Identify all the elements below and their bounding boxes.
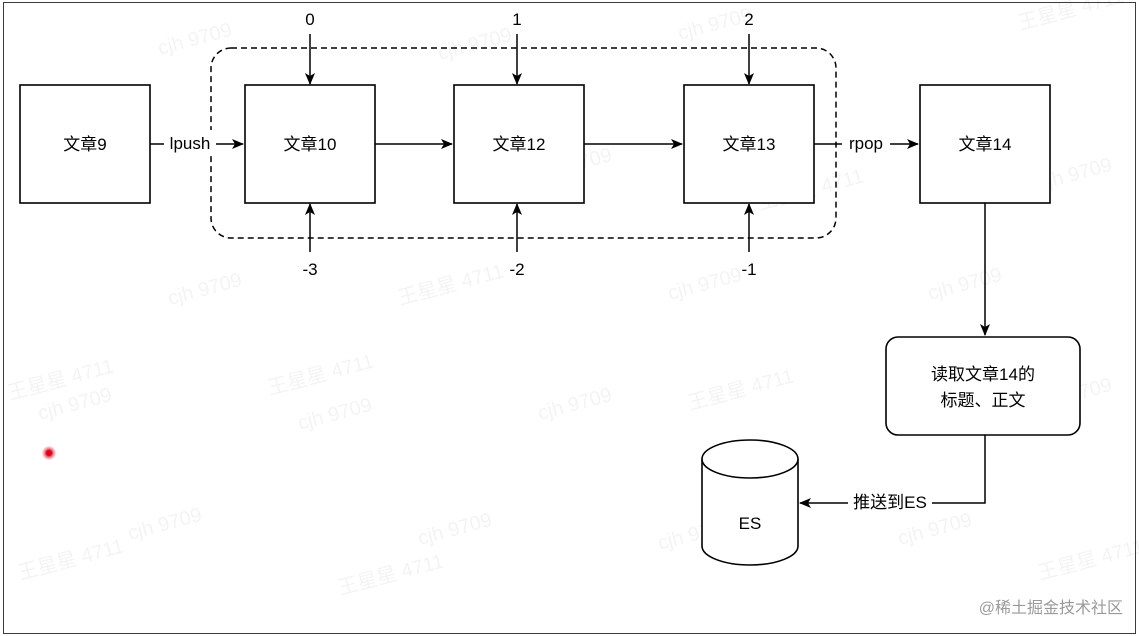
list-container: [210, 47, 837, 239]
svg-text:cjh 9709: cjh 9709: [416, 509, 495, 550]
edge-rpop: rpop: [814, 130, 919, 156]
svg-text:文章10: 文章10: [284, 135, 337, 154]
svg-text:cjh 9709: cjh 9709: [896, 509, 975, 550]
index-top-2: 2: [744, 10, 753, 29]
index-bottom-neg1: -1: [741, 260, 756, 279]
svg-text:王星星 4711: 王星星 4711: [1036, 535, 1139, 584]
es-label: ES: [739, 514, 762, 533]
edge-label-lpush: lpush: [170, 134, 211, 153]
svg-text:cjh 9709: cjh 9709: [296, 394, 375, 435]
svg-text:王星星 4711: 王星星 4711: [266, 350, 377, 399]
svg-text:王星星 4711: 王星星 4711: [396, 260, 507, 309]
svg-text:文章12: 文章12: [493, 135, 546, 154]
svg-text:cjh 9709: cjh 9709: [436, 24, 515, 65]
edge-lpush: lpush: [150, 130, 244, 156]
svg-text:cjh 9709: cjh 9709: [536, 384, 615, 425]
edge-push-es: 推送到ES: [799, 435, 986, 515]
edge-label-push-es: 推送到ES: [853, 493, 927, 512]
svg-text:王星星 4711: 王星星 4711: [686, 365, 797, 414]
svg-text:王星星 4711: 王星星 4711: [16, 535, 127, 584]
node-article12: 文章12: [453, 84, 585, 204]
node-es-database: ES: [701, 439, 799, 566]
svg-text:cjh 9709: cjh 9709: [166, 269, 245, 310]
node-article9: 文章9: [19, 84, 151, 204]
svg-text:cjh 9709: cjh 9709: [126, 504, 205, 545]
index-top-0: 0: [305, 10, 314, 29]
index-top-1: 1: [512, 10, 521, 29]
svg-text:文章14: 文章14: [959, 135, 1012, 154]
svg-text:cjh 9709: cjh 9709: [926, 264, 1005, 305]
node-article13: 文章13: [683, 84, 815, 204]
node-article14: 文章14: [919, 84, 1051, 204]
svg-text:王星星 4711: 王星星 4711: [1016, 0, 1127, 35]
svg-text:cjh 9709: cjh 9709: [156, 19, 235, 60]
node-read-article: 读取文章14的 标题、正文: [885, 336, 1081, 436]
svg-text:文章13: 文章13: [723, 135, 776, 154]
node-article10: 文章10: [244, 84, 376, 204]
svg-text:文章9: 文章9: [63, 135, 106, 154]
index-top-group: 0 1 2: [305, 10, 754, 85]
read-line2: 标题、正文: [941, 391, 1026, 410]
svg-text:cjh 9709: cjh 9709: [666, 264, 745, 305]
read-line1: 读取文章14的: [931, 365, 1035, 384]
index-bottom-group: -3 -2 -1: [302, 203, 757, 279]
index-bottom-neg3: -3: [302, 260, 317, 279]
svg-text:cjh 9709: cjh 9709: [676, 4, 755, 45]
svg-text:王星星 4711: 王星星 4711: [336, 550, 447, 599]
cursor-marker: [42, 446, 56, 460]
site-watermark: @稀土掘金技术社区: [978, 600, 1123, 617]
edge-label-rpop: rpop: [849, 134, 883, 153]
index-bottom-neg2: -2: [509, 260, 524, 279]
